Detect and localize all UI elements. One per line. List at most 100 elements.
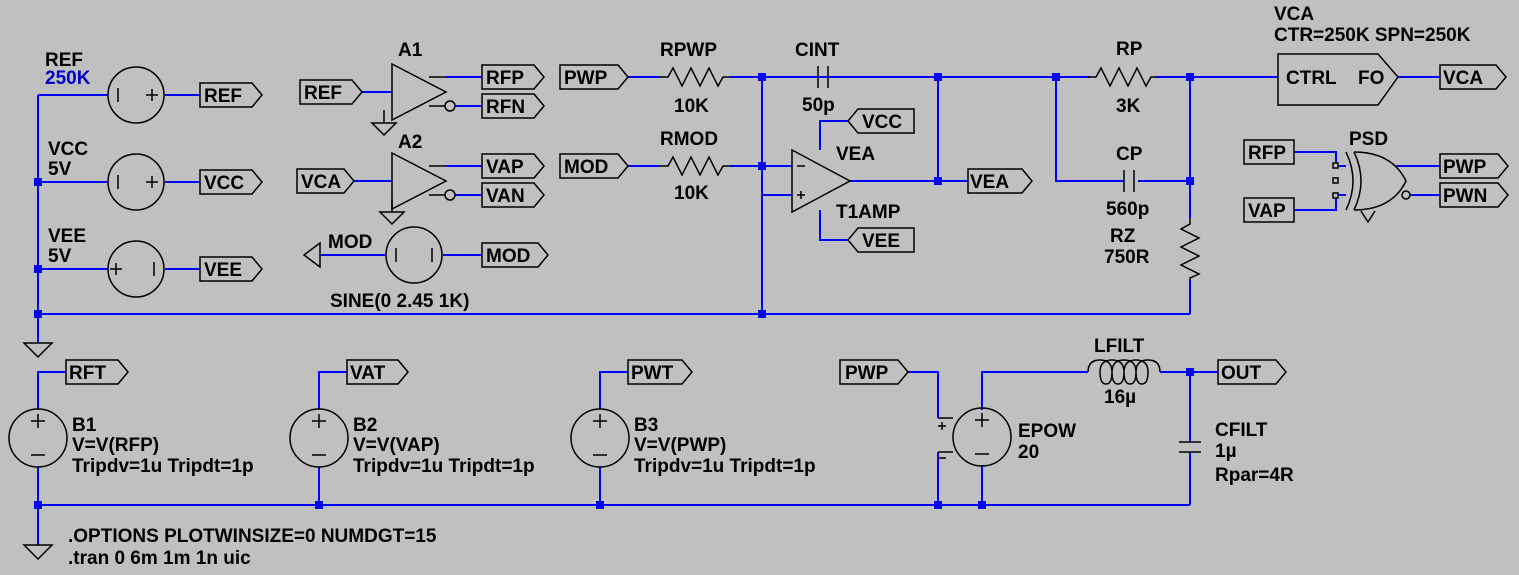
- cp-value: 560p: [1106, 199, 1149, 220]
- inductor-lfilt[interactable]: [1087, 359, 1161, 385]
- rz-name: RZ: [1110, 226, 1136, 247]
- net-flag-rft[interactable]: RFT: [65, 359, 129, 385]
- net-flag-rfp[interactable]: RFP: [481, 64, 545, 90]
- capacitor-cp[interactable]: [1123, 170, 1135, 192]
- svg-text:VAN: VAN: [486, 186, 525, 207]
- psd-xor-gate[interactable]: [1332, 151, 1411, 224]
- options-directive[interactable]: .OPTIONS PLOTWINSIZE=0 NUMDGT=15: [68, 526, 437, 547]
- svg-text:VCC: VCC: [204, 173, 244, 194]
- cfilt-value: 1µ: [1215, 441, 1237, 462]
- behavioral-source-b3[interactable]: [570, 408, 630, 468]
- svg-text:PWP: PWP: [845, 363, 889, 384]
- svg-text:OUT: OUT: [1221, 363, 1262, 384]
- b1-expr: V=V(RFP): [72, 435, 159, 456]
- capacitor-cfilt[interactable]: [1179, 441, 1201, 453]
- net-flag-a2-in[interactable]: VCA: [296, 168, 355, 194]
- resistor-rz[interactable]: [1179, 218, 1201, 280]
- vco-block[interactable]: [1277, 53, 1399, 106]
- mod-ground-label: MOD: [328, 232, 372, 253]
- net-flag-psd-rfp[interactable]: RFP: [1243, 139, 1295, 165]
- net-flag-mod-in[interactable]: MOD: [559, 153, 629, 179]
- net-flag-rfn[interactable]: RFN: [481, 93, 545, 119]
- net-flag-a1-in[interactable]: REF: [299, 79, 363, 105]
- resistor-rpwp[interactable]: [660, 66, 730, 88]
- svg-text:VAP: VAP: [486, 157, 524, 178]
- rmod-value: 10K: [674, 183, 709, 204]
- rpwp-value: 10K: [674, 96, 709, 117]
- wires: [37, 76, 1440, 545]
- net-flag-psd-vap[interactable]: VAP: [1243, 197, 1295, 223]
- svg-text:REF: REF: [304, 83, 342, 104]
- net-flag-mod-out[interactable]: MOD: [481, 242, 549, 268]
- svg-text:RFT: RFT: [69, 363, 106, 384]
- svg-text:VAT: VAT: [350, 363, 386, 384]
- vee-source-value: 5V: [48, 246, 72, 267]
- svg-text:MOD: MOD: [564, 157, 608, 178]
- net-flag-pwp-in[interactable]: PWP: [559, 64, 629, 90]
- a2-name: A2: [398, 132, 422, 153]
- vee-voltage-source[interactable]: [107, 240, 165, 298]
- svg-text:VEE: VEE: [862, 231, 900, 252]
- net-flag-vcc-out[interactable]: VCC: [199, 169, 263, 195]
- svg-text:PWT: PWT: [631, 363, 674, 384]
- behavioral-source-b2[interactable]: [289, 408, 349, 468]
- svg-text:VEE: VEE: [204, 260, 242, 281]
- ground-icon: [370, 110, 398, 137]
- epow-vcvs[interactable]: [938, 407, 1012, 467]
- mod-voltage-source[interactable]: [385, 226, 443, 284]
- svg-text:RFP: RFP: [1248, 143, 1286, 164]
- ref-source-name: REF: [45, 50, 83, 71]
- tran-directive[interactable]: .tran 0 6m 1m 1n uic: [68, 548, 251, 569]
- net-flag-pwt[interactable]: PWT: [627, 359, 693, 385]
- rpwp-name: RPWP: [660, 40, 717, 61]
- net-flag-opamp-vee[interactable]: VEE: [847, 227, 915, 253]
- net-flag-vat[interactable]: VAT: [346, 359, 409, 385]
- vco-pin-ctrl: CTRL: [1286, 68, 1337, 89]
- capacitor-cint[interactable]: [817, 66, 829, 88]
- b2-expr: V=V(VAP): [353, 435, 440, 456]
- net-flag-ref-out[interactable]: REF: [199, 82, 263, 108]
- net-flag-vea-out[interactable]: VEA: [967, 168, 1033, 194]
- net-flag-psd-pwp[interactable]: PWP: [1439, 153, 1509, 179]
- opamp-model: T1AMP: [836, 202, 901, 223]
- vee-source-name: VEE: [48, 226, 86, 247]
- resistor-rmod[interactable]: [660, 155, 730, 177]
- cint-name: CINT: [795, 40, 840, 61]
- comparator-a1[interactable]: [391, 62, 456, 122]
- opamp-name: VEA: [836, 144, 875, 165]
- ground-icon: [22, 342, 54, 359]
- net-flag-vap[interactable]: VAP: [481, 153, 545, 179]
- rz-value: 750R: [1104, 247, 1150, 268]
- cfilt-name: CFILT: [1215, 420, 1268, 441]
- vcc-source-name: VCC: [48, 139, 88, 160]
- b2-trip: Tripdv=1u Tripdt=1p: [353, 456, 535, 477]
- svg-text:RFP: RFP: [486, 68, 524, 89]
- vco-name: VCA: [1274, 4, 1314, 25]
- vcc-voltage-source[interactable]: [107, 153, 165, 211]
- net-flag-epow-in[interactable]: PWP: [839, 359, 909, 385]
- resistor-rp[interactable]: [1088, 66, 1155, 88]
- b3-trip: Tripdv=1u Tripdt=1p: [634, 456, 816, 477]
- net-flag-out[interactable]: OUT: [1217, 359, 1287, 385]
- net-flag-vca-out[interactable]: VCA: [1439, 64, 1507, 90]
- svg-text:PWN: PWN: [1443, 186, 1487, 207]
- svg-text:VAP: VAP: [1248, 201, 1286, 222]
- cint-value: 50p: [802, 95, 835, 116]
- net-flag-psd-pwn[interactable]: PWN: [1439, 182, 1509, 208]
- lfilt-value: 16µ: [1104, 387, 1136, 408]
- svg-text:RFN: RFN: [486, 97, 525, 118]
- svg-text:PWP: PWP: [564, 68, 608, 89]
- opamp-vea[interactable]: [791, 148, 852, 214]
- ref-voltage-source[interactable]: [107, 66, 165, 124]
- svg-text:PWP: PWP: [1443, 157, 1487, 178]
- behavioral-source-b1[interactable]: [8, 408, 68, 468]
- vcc-source-value: 5V: [48, 159, 72, 180]
- rp-value: 3K: [1116, 96, 1141, 117]
- svg-text:MOD: MOD: [486, 246, 530, 267]
- net-flag-opamp-vcc[interactable]: VCC: [847, 108, 915, 134]
- net-flag-vee-out[interactable]: VEE: [199, 256, 263, 282]
- comparator-a2[interactable]: [391, 151, 456, 211]
- ground-arrow-icon: [302, 241, 321, 269]
- b1-name: B1: [72, 415, 97, 436]
- net-flag-van[interactable]: VAN: [481, 182, 545, 208]
